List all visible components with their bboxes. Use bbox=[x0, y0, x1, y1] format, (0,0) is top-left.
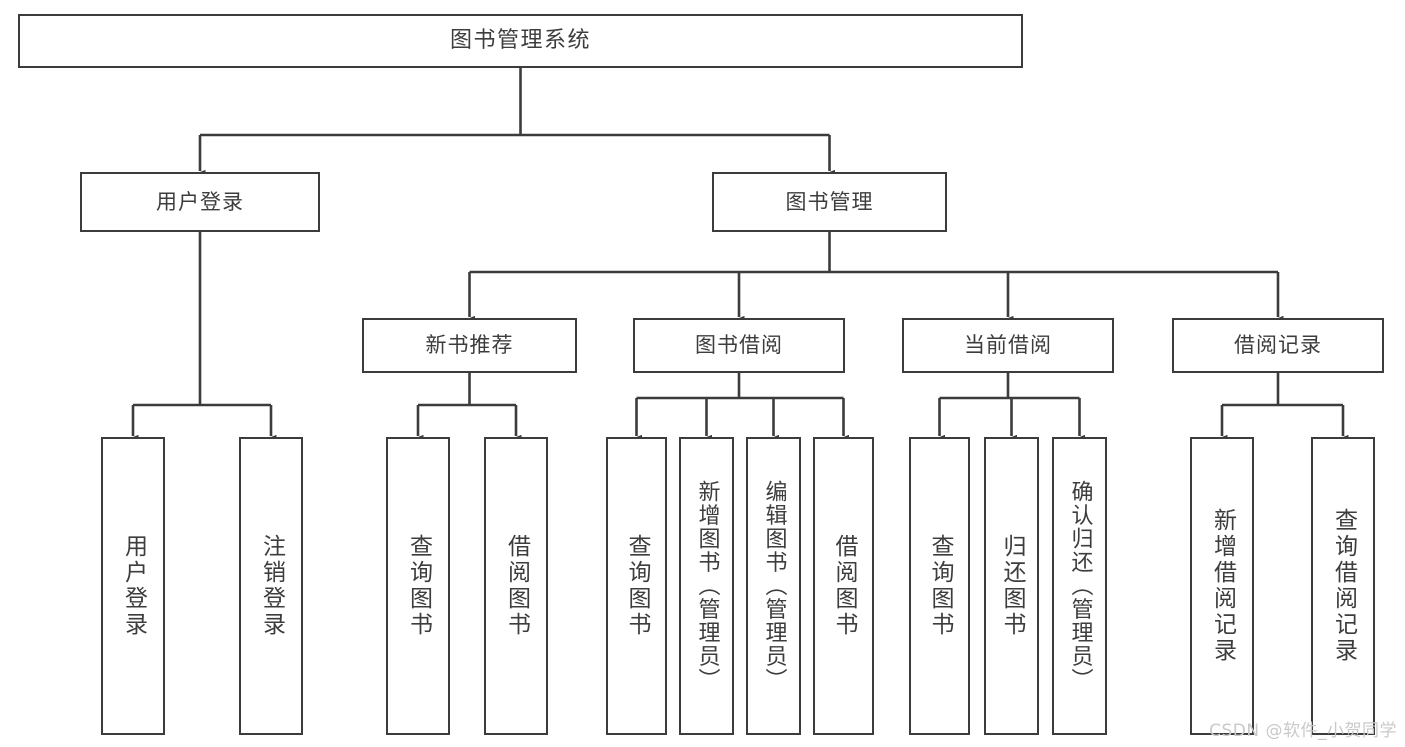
node-leaf-query-record[interactable]: 查询借阅记录 bbox=[1311, 437, 1375, 735]
node-leaf-borrow-book-bb[interactable]: 借阅图书 bbox=[813, 437, 874, 735]
node-leaf-query-book-rec[interactable]: 查询图书 bbox=[386, 437, 450, 735]
csdn-watermark: CSDN @软件_小贺同学 bbox=[1209, 721, 1397, 741]
node-label: 借阅图书 bbox=[503, 534, 530, 638]
node-leaf-user-login[interactable]: 用户登录 bbox=[101, 437, 165, 735]
node-label: 新增图书（管理员） bbox=[694, 480, 720, 692]
node-current-borrow[interactable]: 当前借阅 bbox=[902, 318, 1114, 373]
node-root[interactable]: 图书管理系统 bbox=[18, 14, 1023, 68]
node-label: 注销登录 bbox=[258, 534, 285, 638]
node-label: 图书管理系统 bbox=[449, 28, 591, 54]
node-label: 新书推荐 bbox=[425, 333, 514, 358]
node-leaf-confirm-return[interactable]: 确认归还（管理员） bbox=[1052, 437, 1107, 735]
node-label: 编辑图书（管理员） bbox=[761, 480, 787, 692]
node-label: 查询借阅记录 bbox=[1330, 508, 1357, 664]
node-label: 用户登录 bbox=[120, 534, 147, 638]
node-label: 用户登录 bbox=[156, 189, 244, 214]
node-borrow-record[interactable]: 借阅记录 bbox=[1172, 318, 1384, 373]
node-label: 图书管理 bbox=[785, 189, 874, 214]
node-label: 借阅记录 bbox=[1234, 333, 1322, 358]
node-label: 新增借阅记录 bbox=[1209, 508, 1236, 664]
node-book-borrow[interactable]: 图书借阅 bbox=[633, 318, 845, 373]
node-label: 查询图书 bbox=[927, 534, 953, 638]
node-label: 当前借阅 bbox=[964, 333, 1052, 358]
node-leaf-logout[interactable]: 注销登录 bbox=[239, 437, 303, 735]
node-book-manage[interactable]: 图书管理 bbox=[712, 172, 947, 232]
node-leaf-add-record[interactable]: 新增借阅记录 bbox=[1190, 437, 1254, 735]
node-label: 借阅图书 bbox=[831, 534, 857, 638]
node-leaf-edit-book[interactable]: 编辑图书（管理员） bbox=[746, 437, 801, 735]
node-label: 归还图书 bbox=[999, 534, 1025, 638]
node-label: 确认归还（管理员） bbox=[1067, 480, 1093, 692]
node-label: 查询图书 bbox=[624, 534, 650, 638]
node-label: 查询图书 bbox=[405, 534, 432, 638]
node-leaf-borrow-book-rec[interactable]: 借阅图书 bbox=[484, 437, 548, 735]
node-user-login[interactable]: 用户登录 bbox=[80, 172, 320, 232]
node-leaf-return-book[interactable]: 归还图书 bbox=[984, 437, 1039, 735]
node-label: 图书借阅 bbox=[695, 333, 783, 358]
node-leaf-query-book-bb[interactable]: 查询图书 bbox=[606, 437, 667, 735]
node-leaf-add-book[interactable]: 新增图书（管理员） bbox=[679, 437, 734, 735]
node-new-book-rec[interactable]: 新书推荐 bbox=[362, 318, 577, 373]
node-leaf-query-book-cb[interactable]: 查询图书 bbox=[909, 437, 970, 735]
